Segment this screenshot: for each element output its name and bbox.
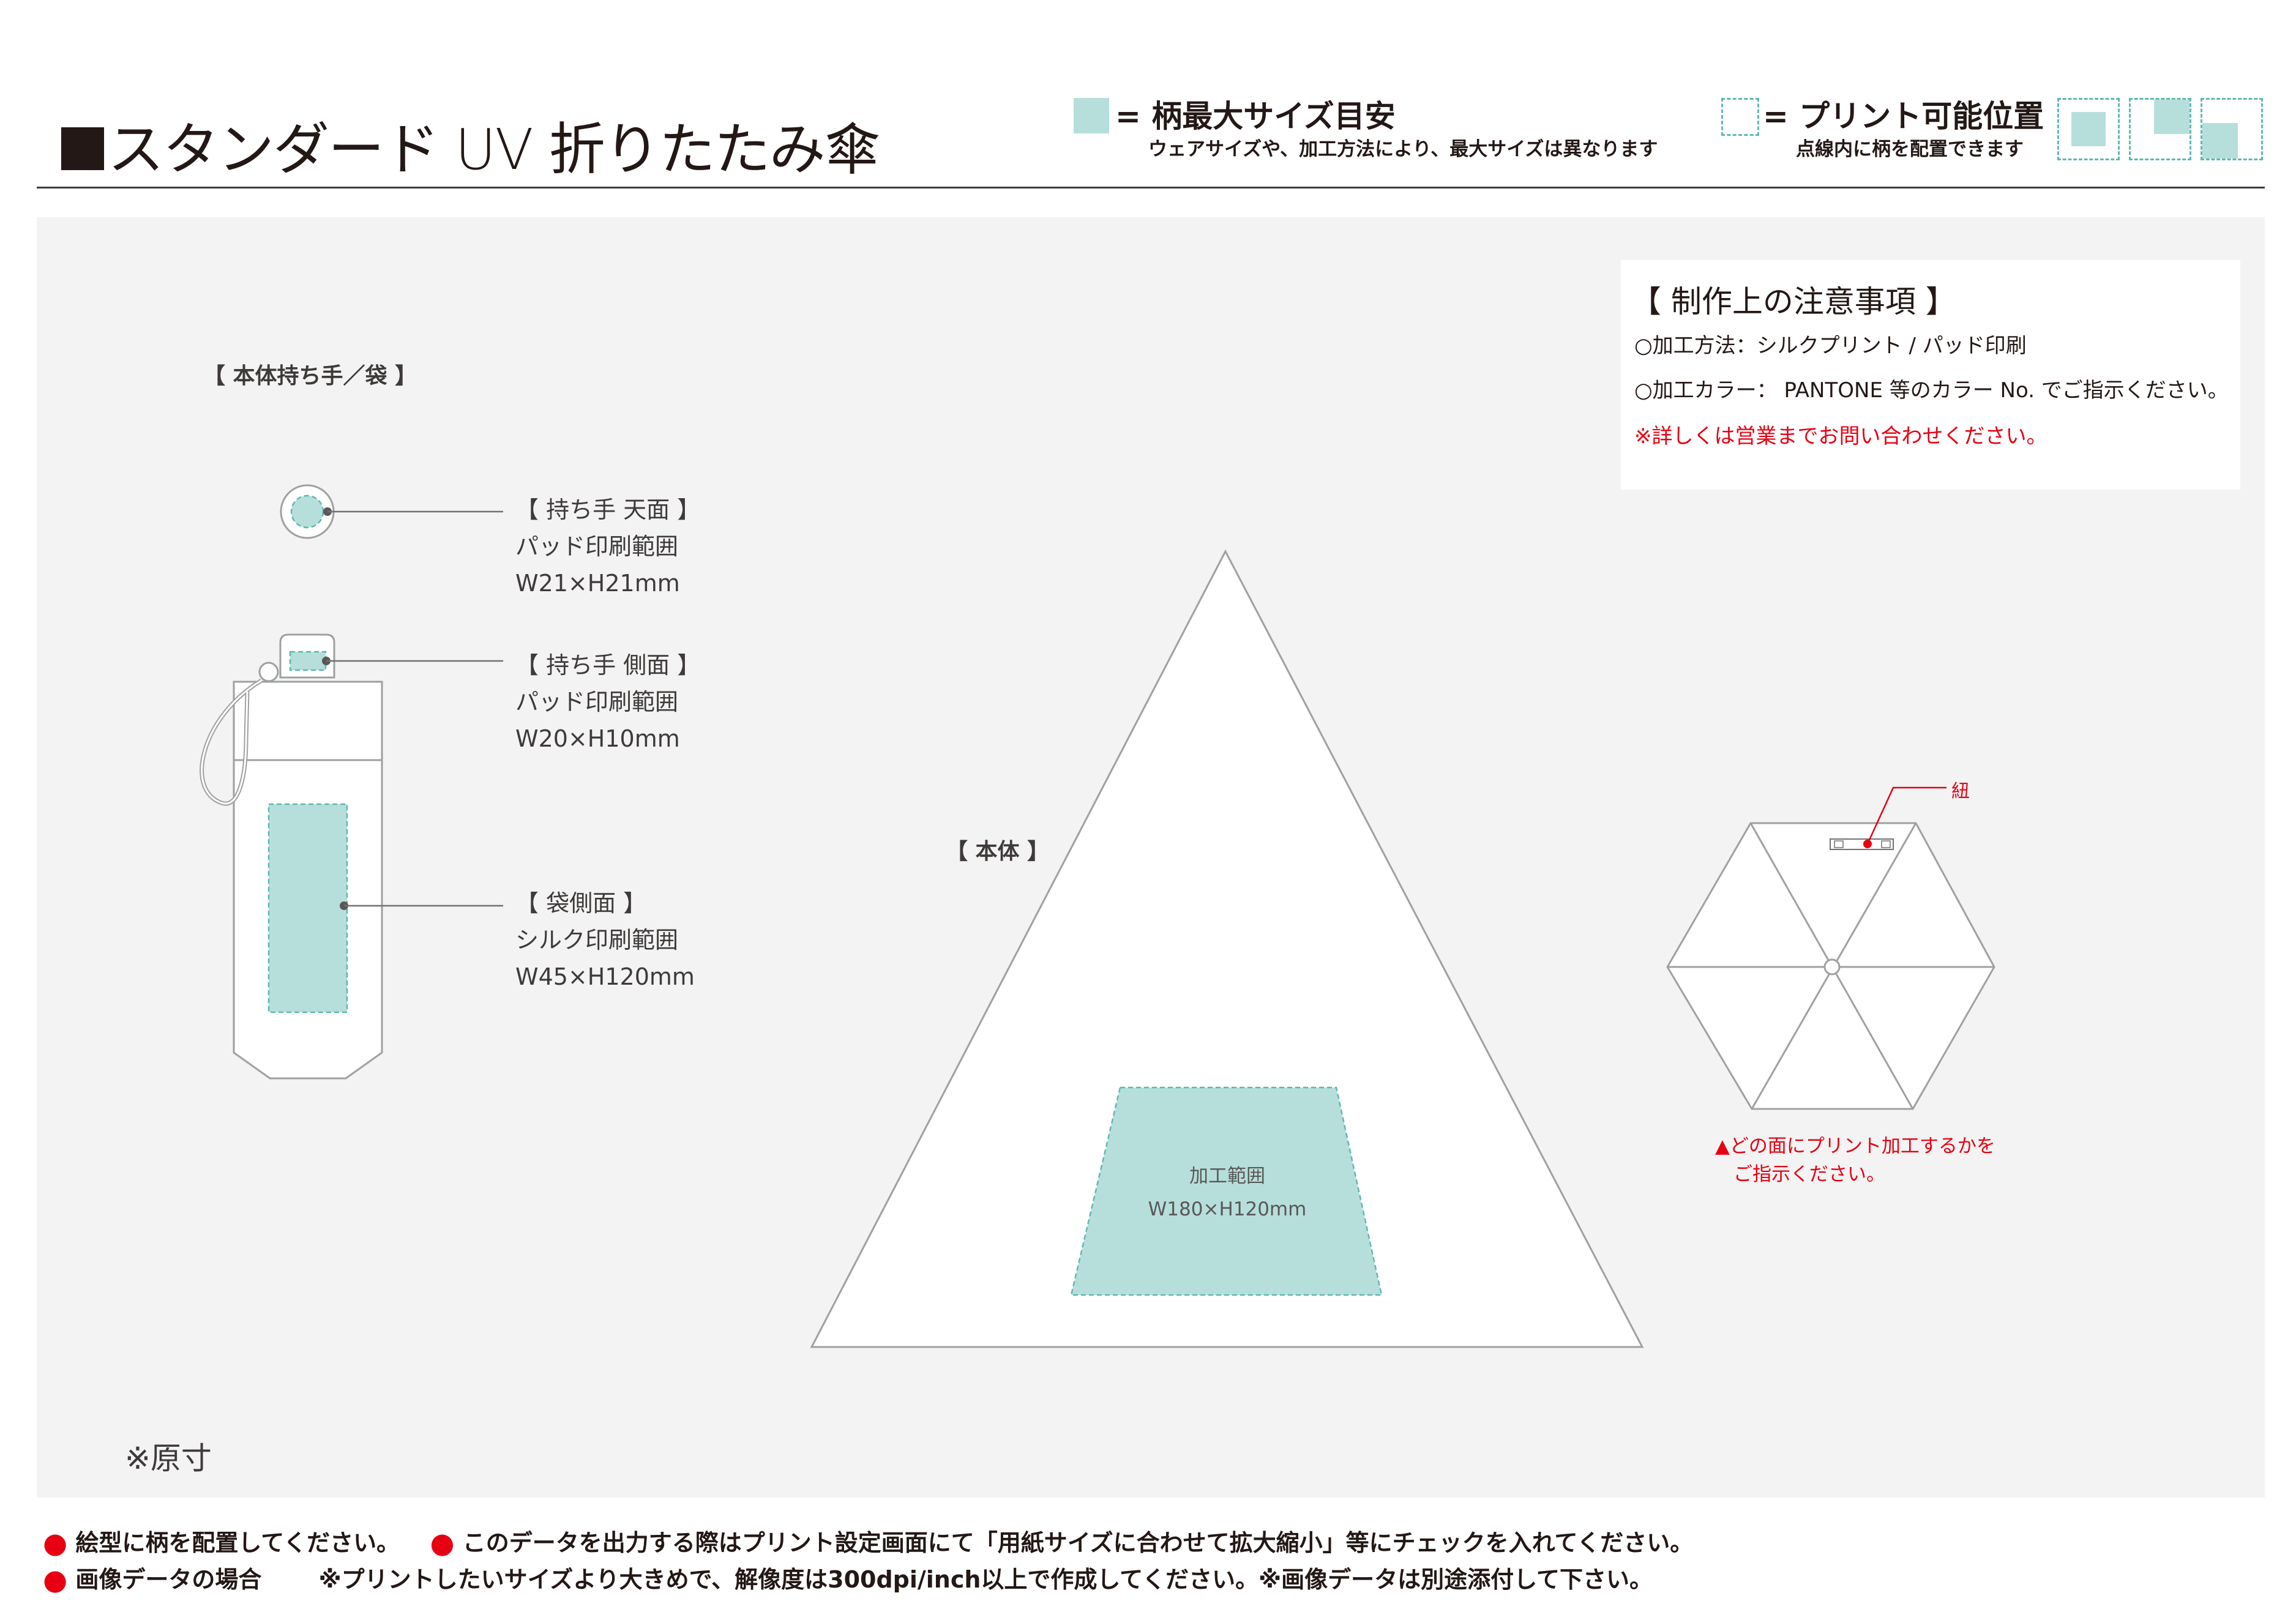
label-face-instruction: ▲どの面にプリント加工するかを ご指示ください。: [1715, 1135, 1995, 1185]
page-title: スタンダード UV 折りたたみ傘: [61, 104, 881, 185]
placement-bottom-right-icon: [2201, 98, 2263, 160]
print-area-dashed-icon: [1721, 98, 1759, 136]
page-title-text: スタンダード UV 折りたたみ傘: [108, 117, 881, 182]
max-size-swatch-icon: [1074, 98, 1109, 133]
umbrella-panel-diagram: [810, 549, 1644, 1348]
footer-line-1: ● 絵型に柄を配置してください。 ● このデータを出力する際はプリント設定画面に…: [43, 1526, 1694, 1559]
label-handle-top: 【 持ち手 天面 】 パッド印刷範囲 W21×H21mm: [515, 496, 701, 597]
square-bullet-icon: [61, 127, 104, 170]
notes-line-color: ○加工カラー： PANTONE 等のカラー No. でご指示ください。: [1634, 378, 2229, 403]
label-body-area: 加工範囲 W180×H120mm: [1148, 1165, 1307, 1220]
red-dot-icon: ●: [430, 1526, 455, 1559]
scale-note: ※原寸: [125, 1441, 212, 1476]
placement-top-right-icon: [2129, 98, 2191, 160]
label-handle-side: 【 持ち手 側面 】 パッド印刷範囲 W20×H10mm: [515, 652, 701, 752]
placement-center-icon: [2057, 98, 2120, 160]
red-dot-icon: ●: [43, 1526, 68, 1559]
label-bag-side: 【 袋側面 】 シルク印刷範囲 W45×H120mm: [515, 890, 695, 990]
header-divider: [37, 187, 2265, 188]
legend-print-note: 点線内に柄を配置できます: [1796, 138, 2024, 160]
handle-top-diagram: [280, 484, 503, 539]
label-strap: 紐: [1951, 781, 1970, 802]
legend-max-note: ウェアサイズや、加工方法により、最大サイズは異なります: [1148, 138, 1658, 160]
umbrella-top-view-diagram: [1666, 786, 1995, 1110]
legend-print-label: = プリント可能位置: [1763, 99, 2044, 134]
legend-max-label: = 柄最大サイズ目安: [1115, 99, 1396, 134]
section-body: 【 本体 】: [946, 839, 1050, 864]
production-notes: 【 制作上の注意事項 】 ○加工方法：シルクプリント / パッド印刷 ○加工カラ…: [1621, 260, 2240, 490]
notes-warning: ※詳しくは営業までお問い合わせください。: [1634, 424, 2047, 449]
red-dot-icon: ●: [43, 1563, 68, 1596]
handle-bag-diagram: [200, 633, 503, 1080]
notes-heading: 【 制作上の注意事項 】: [1631, 284, 1956, 319]
notes-line-method: ○加工方法：シルクプリント / パッド印刷: [1634, 334, 2027, 358]
section-handle-bag: 【 本体持ち手／袋 】: [203, 364, 417, 389]
footer-line-2: ● 画像データの場合 ※プリントしたいサイズより大きめで、解像度は300dpi/…: [43, 1563, 1653, 1596]
